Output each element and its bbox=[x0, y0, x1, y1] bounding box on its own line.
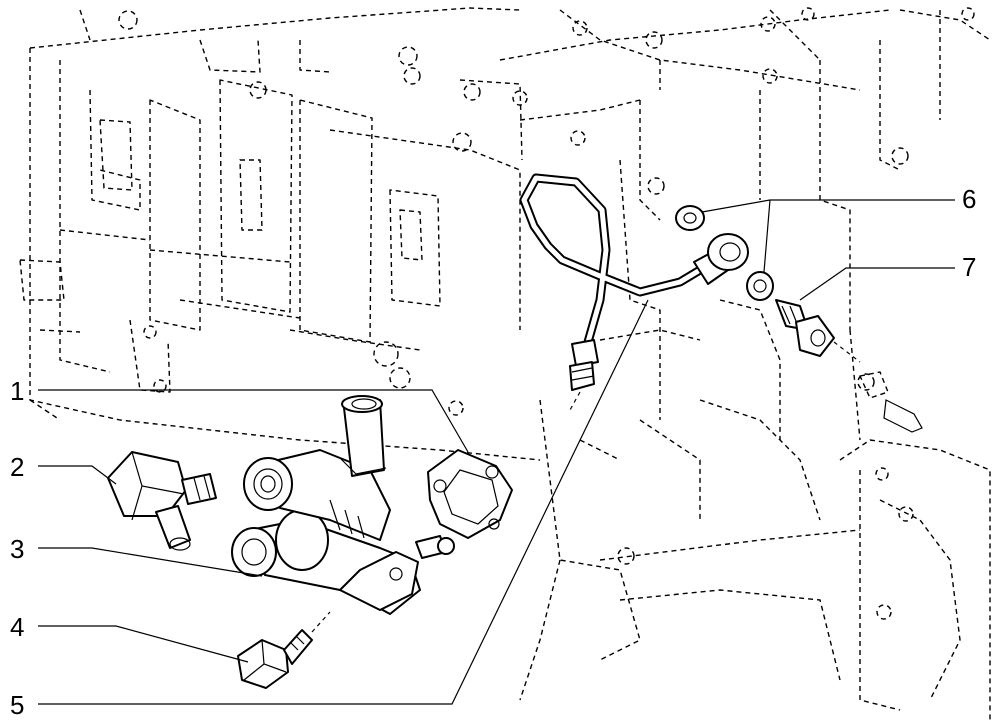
callout-6: 6 bbox=[962, 184, 976, 214]
leader-7 bbox=[799, 267, 955, 301]
leader-lines bbox=[38, 199, 955, 705]
leader-6b bbox=[763, 199, 771, 273]
callout-3: 3 bbox=[10, 534, 24, 564]
banjo-fitting bbox=[107, 451, 217, 551]
fuel-pipe bbox=[519, 173, 749, 411]
leader-1 bbox=[38, 389, 469, 453]
bracket-ghost bbox=[859, 371, 923, 433]
callout-2: 2 bbox=[10, 452, 24, 482]
flange-bolt bbox=[237, 611, 331, 689]
banjo-bolt bbox=[775, 299, 861, 363]
engine-block-ghost bbox=[19, 7, 991, 720]
callout-1: 1 bbox=[10, 376, 24, 406]
callout-numbers: 1 2 3 4 5 6 7 bbox=[10, 184, 976, 720]
callout-5: 5 bbox=[10, 690, 24, 720]
leader-5 bbox=[38, 299, 649, 705]
leader-3 bbox=[38, 547, 263, 577]
engine-bolt-heads-ghost bbox=[118, 7, 975, 620]
callout-7: 7 bbox=[962, 252, 976, 282]
fuel-pump-body bbox=[231, 395, 455, 615]
callout-4: 4 bbox=[10, 612, 24, 642]
leader-4 bbox=[38, 625, 249, 663]
leader-2 bbox=[38, 465, 117, 485]
sealing-washers bbox=[675, 205, 774, 301]
pump-gasket bbox=[427, 449, 513, 539]
leader-6a bbox=[701, 199, 955, 213]
